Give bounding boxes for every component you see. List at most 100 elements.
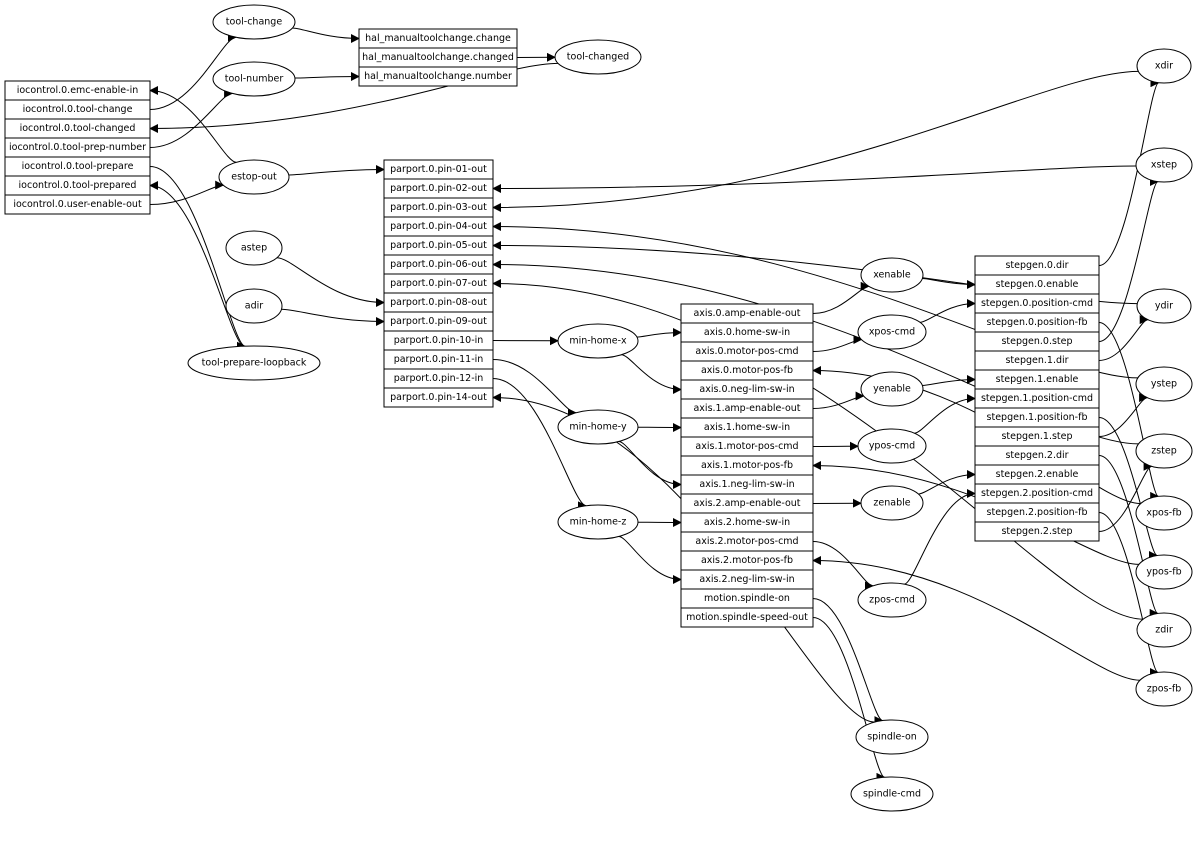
edge-zenable-to-stepgen-2-enable bbox=[918, 470, 976, 495]
signal-ellipse bbox=[1136, 288, 1192, 324]
field-stepgen-1-position-fb: stepgen.1.position-fb bbox=[987, 412, 1088, 423]
signal-xpos-fb: xpos-fb bbox=[1135, 495, 1193, 531]
signal-ellipse bbox=[1135, 366, 1193, 402]
edge-min-home-x-to-axis-0-home-sw-in bbox=[636, 328, 682, 338]
record-iocontrol: iocontrol.0.emc-enable-iniocontrol.0.too… bbox=[4, 80, 151, 215]
field-parport-0-pin-14-out: parport.0.pin-14-out bbox=[390, 392, 487, 403]
signal-ellipse bbox=[225, 288, 283, 324]
field-cell bbox=[4, 194, 151, 215]
signal-ellipse bbox=[860, 257, 924, 293]
signal-ellipse bbox=[218, 159, 290, 195]
signal-label-astep: astep bbox=[241, 243, 267, 254]
signal-label-spindle-cmd: spindle-cmd bbox=[863, 789, 921, 800]
signal-spindle-cmd: spindle-cmd bbox=[850, 776, 934, 812]
field-axis-1-home-sw-in: axis.1.home-sw-in bbox=[704, 422, 790, 433]
signal-ellipse bbox=[1136, 48, 1192, 84]
record-hal-manualtoolchange: hal_manualtoolchange.changehal_manualtoo… bbox=[358, 28, 518, 87]
signal-ellipse bbox=[212, 4, 296, 40]
field-parport-0-pin-11-in: parport.0.pin-11-in bbox=[394, 354, 484, 365]
edge-motion-spindle-speed-out-to-spindle-cmd bbox=[812, 617, 886, 782]
field-parport-0-pin-06-out: parport.0.pin-06-out bbox=[390, 259, 487, 270]
signal-label-zstep: zstep bbox=[1151, 446, 1177, 457]
connection bbox=[812, 617, 886, 782]
connection bbox=[149, 181, 245, 347]
connection bbox=[1098, 315, 1149, 361]
field-cell bbox=[680, 607, 814, 628]
signal-xstep: xstep bbox=[1135, 147, 1193, 183]
connection bbox=[492, 70, 1139, 212]
signal-ellipse bbox=[860, 371, 924, 407]
field-iocontrol-0-tool-change: iocontrol.0.tool-change bbox=[23, 104, 133, 115]
field-axis-2-neg-lim-sw-in: axis.2.neg-lim-sw-in bbox=[699, 574, 794, 585]
field-axis-0-motor-pos-cmd: axis.0.motor-pos-cmd bbox=[695, 346, 798, 357]
connection bbox=[288, 165, 385, 176]
field-axis-1-neg-lim-sw-in: axis.1.neg-lim-sw-in bbox=[699, 479, 794, 490]
edge-ypos-cmd-to-stepgen-1-position-cmd bbox=[914, 394, 976, 434]
field-cell bbox=[383, 387, 494, 408]
signal-label-xstep: xstep bbox=[1151, 160, 1177, 171]
signal-label-ypos-fb: ypos-fb bbox=[1146, 567, 1181, 578]
signal-ystep: ystep bbox=[1135, 366, 1193, 402]
signal-zenable: zenable bbox=[860, 485, 924, 521]
connection bbox=[812, 391, 865, 409]
signal-label-ypos-cmd: ypos-cmd bbox=[869, 441, 915, 452]
signal-label-ydir: ydir bbox=[1155, 301, 1173, 312]
edge-axis-0-motor-pos-cmd-to-xpos-cmd bbox=[812, 335, 863, 352]
signal-label-zdir: zdir bbox=[1155, 625, 1173, 636]
field-motion-spindle-on: motion.spindle-on bbox=[704, 593, 790, 604]
field-parport-0-pin-08-out: parport.0.pin-08-out bbox=[390, 297, 487, 308]
edge-parport-0-pin-12-in-to-min-home-z bbox=[492, 378, 587, 511]
signal-ellipse bbox=[857, 314, 927, 350]
edge-stepgen-1-dir-to-ydir bbox=[1098, 315, 1149, 361]
edge-axis-1-amp-enable-out-to-yenable bbox=[812, 391, 865, 409]
edge-xpos-cmd-to-stepgen-0-position-cmd bbox=[919, 299, 976, 323]
field-iocontrol-0-tool-prepare: iocontrol.0.tool-prepare bbox=[22, 161, 134, 172]
signal-ellipse bbox=[1135, 495, 1193, 531]
edge-zpos-cmd-to-stepgen-2-position-cmd bbox=[904, 489, 976, 585]
connection bbox=[812, 556, 1141, 681]
field-cell bbox=[358, 66, 518, 87]
field-axis-2-motor-pos-cmd: axis.2.motor-pos-cmd bbox=[695, 536, 798, 547]
field-axis-0-motor-pos-fb: axis.0.motor-pos-fb bbox=[701, 365, 793, 376]
signal-label-min-home-z: min-home-z bbox=[570, 517, 627, 528]
connection bbox=[812, 598, 884, 726]
signal-label-min-home-y: min-home-y bbox=[569, 422, 627, 433]
field-parport-0-pin-12-in: parport.0.pin-12-in bbox=[394, 373, 484, 384]
edge-motion-spindle-on-to-spindle-on bbox=[812, 598, 884, 726]
edge-iocontrol-0-tool-change-to-tool-change bbox=[149, 32, 237, 110]
signal-label-ystep: ystep bbox=[1151, 379, 1177, 390]
edge-adir-to-parport-0-pin-09-out bbox=[281, 308, 385, 326]
edge-xdir-to-parport-0-pin-03-out bbox=[492, 70, 1139, 212]
signal-label-yenable: yenable bbox=[873, 384, 911, 395]
edge-xstep-to-parport-0-pin-02-out bbox=[492, 165, 1137, 193]
connection bbox=[812, 335, 863, 352]
field-motion-spindle-speed-out: motion.spindle-speed-out bbox=[686, 612, 808, 623]
field-axis-0-neg-lim-sw-in: axis.0.neg-lim-sw-in bbox=[699, 384, 794, 395]
edge-tool-prepare-loopback-to-iocontrol-0-tool-prepared bbox=[149, 181, 245, 347]
signal-ellipse bbox=[850, 776, 934, 812]
signal-tool-changed: tool-changed bbox=[554, 39, 642, 75]
connection bbox=[1098, 177, 1159, 342]
edge-tool-number-to-hal-manualtoolchange-number bbox=[294, 72, 360, 82]
field-hal-manualtoolchange-change: hal_manualtoolchange.change bbox=[365, 33, 511, 44]
signal-ellipse bbox=[212, 61, 296, 97]
signal-xdir: xdir bbox=[1136, 48, 1192, 84]
signal-ellipse bbox=[557, 504, 639, 540]
connection bbox=[636, 328, 682, 338]
field-stepgen-2-dir: stepgen.2.dir bbox=[1005, 450, 1068, 461]
connection bbox=[492, 165, 1137, 193]
field-parport-0-pin-04-out: parport.0.pin-04-out bbox=[390, 221, 487, 232]
edge-iocontrol-0-tool-prepare-to-tool-prepare-loopback bbox=[149, 166, 246, 351]
field-axis-2-motor-pos-fb: axis.2.motor-pos-fb bbox=[701, 555, 793, 566]
edge-min-home-x-to-axis-0-neg-lim-sw-in bbox=[621, 354, 682, 394]
edge-estop-out-to-parport-0-pin-01-out bbox=[288, 165, 385, 176]
connection bbox=[492, 378, 587, 511]
connection bbox=[149, 166, 246, 351]
edge-zpos-fb-to-axis-2-motor-pos-fb bbox=[812, 556, 1141, 681]
edge-astep-to-parport-0-pin-08-out bbox=[276, 257, 385, 307]
edge-stepgen-0-step-to-xstep bbox=[1098, 177, 1159, 342]
connection bbox=[1098, 393, 1149, 437]
connection bbox=[1098, 417, 1158, 560]
field-axis-1-motor-pos-cmd: axis.1.motor-pos-cmd bbox=[695, 441, 798, 452]
